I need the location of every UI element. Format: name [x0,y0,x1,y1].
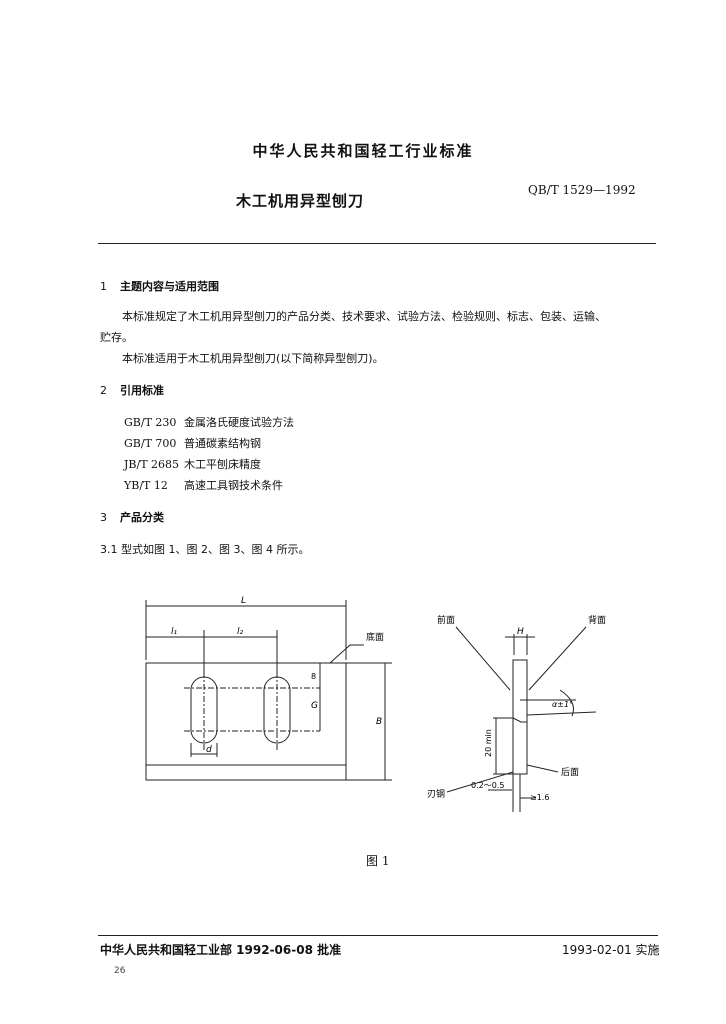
rear-face-line [526,711,597,716]
dim-label-H: H [517,627,524,637]
section-1-paragraph-1-cont: 贮存。 [100,331,133,344]
reference-name: 高速工具钢技术条件 [184,479,283,492]
label-edge-steel: 刃钢 [427,788,445,800]
section-number: 2 [100,384,107,397]
section-body [512,659,528,775]
blade-body [145,662,347,781]
label-front-face: 前面 [437,614,455,626]
figure-caption: 图 1 [366,854,390,868]
section-1-heading: 1 主题内容与适用范围 [100,278,219,294]
section-1-paragraph-2: 本标准适用于木工机用异型刨刀(以下简称异型刨刀)。 [122,352,384,365]
dim-label-l2: l₂ [237,627,244,637]
reference-name: 木工平刨床精度 [184,458,261,471]
document-title: 木工机用异型刨刀 [236,192,365,210]
reference-code: JB/T 2685 [124,458,180,471]
reference-code: GB/T 700 [124,437,177,450]
reference-item: JB/T 2685 木工平刨床精度 [124,456,261,472]
label-rear-face: 后面 [561,767,579,778]
effective-date: 1993-02-01 实施 [562,943,660,957]
dim-label-B: B [376,717,382,727]
reference-item: GB/T 230 金属洛氏硬度试验方法 [124,414,294,430]
reference-name: 金属洛氏硬度试验方法 [184,416,294,429]
section-title: 产品分类 [120,511,164,524]
dim-label-8: 8 [311,672,316,681]
section-title: 引用标准 [120,384,164,397]
clause-3-1: 3.1 型式如图 1、图 2、图 3、图 4 所示。 [100,543,310,556]
label-bottom-face: 底面 [366,631,384,643]
dim-label-G: G [311,701,318,711]
page-number: 26 [114,966,126,976]
reference-name: 普通碳素结构钢 [184,437,261,450]
section-number: 1 [100,280,107,293]
footer-rule [98,935,658,936]
dim-label-20: 20 min [484,729,493,757]
reference-code: GB/T 230 [124,416,177,429]
approval-statement: 中华人民共和国轻工业部 1992-06-08 批准 [100,943,342,957]
angle-arc [559,689,574,717]
section-title: 主题内容与适用范围 [120,280,219,293]
dim-label-d: d [206,745,212,755]
dim-label-02: 0.2～0.5 [471,781,504,790]
label-back-face: 背面 [588,614,606,626]
leader-line [329,644,364,664]
section-number: 3 [100,511,107,524]
dim-label-l1: l₁ [171,627,178,637]
standard-code: QB/T 1529—1992 [528,183,636,197]
dim-label-16: ≥1.6 [530,793,549,802]
blade-section-view [446,626,597,812]
header-rule [98,243,656,244]
edge-steel-boundary [512,717,527,723]
leader-rear [526,764,559,773]
standard-issuer: 中华人民共和国轻工行业标准 [252,142,474,160]
section-2-heading: 2 引用标准 [100,382,164,398]
section-3-heading: 3 产品分类 [100,509,164,525]
blade-front-view [145,600,392,781]
reference-code: YB/T 12 [124,479,168,492]
reference-item: YB/T 12 高速工具钢技术条件 [124,477,283,493]
reference-item: GB/T 700 普通碳素结构钢 [124,435,261,451]
leader-edge [446,771,514,793]
dim-label-L: L [241,596,246,606]
leader-back [528,626,587,691]
section-1-paragraph-1: 本标准规定了木工机用异型刨刀的产品分类、技术要求、试验方法、检验规则、标志、包装… [122,310,606,323]
leader-front [455,626,511,691]
dim-label-angle: α±1° [552,700,573,709]
